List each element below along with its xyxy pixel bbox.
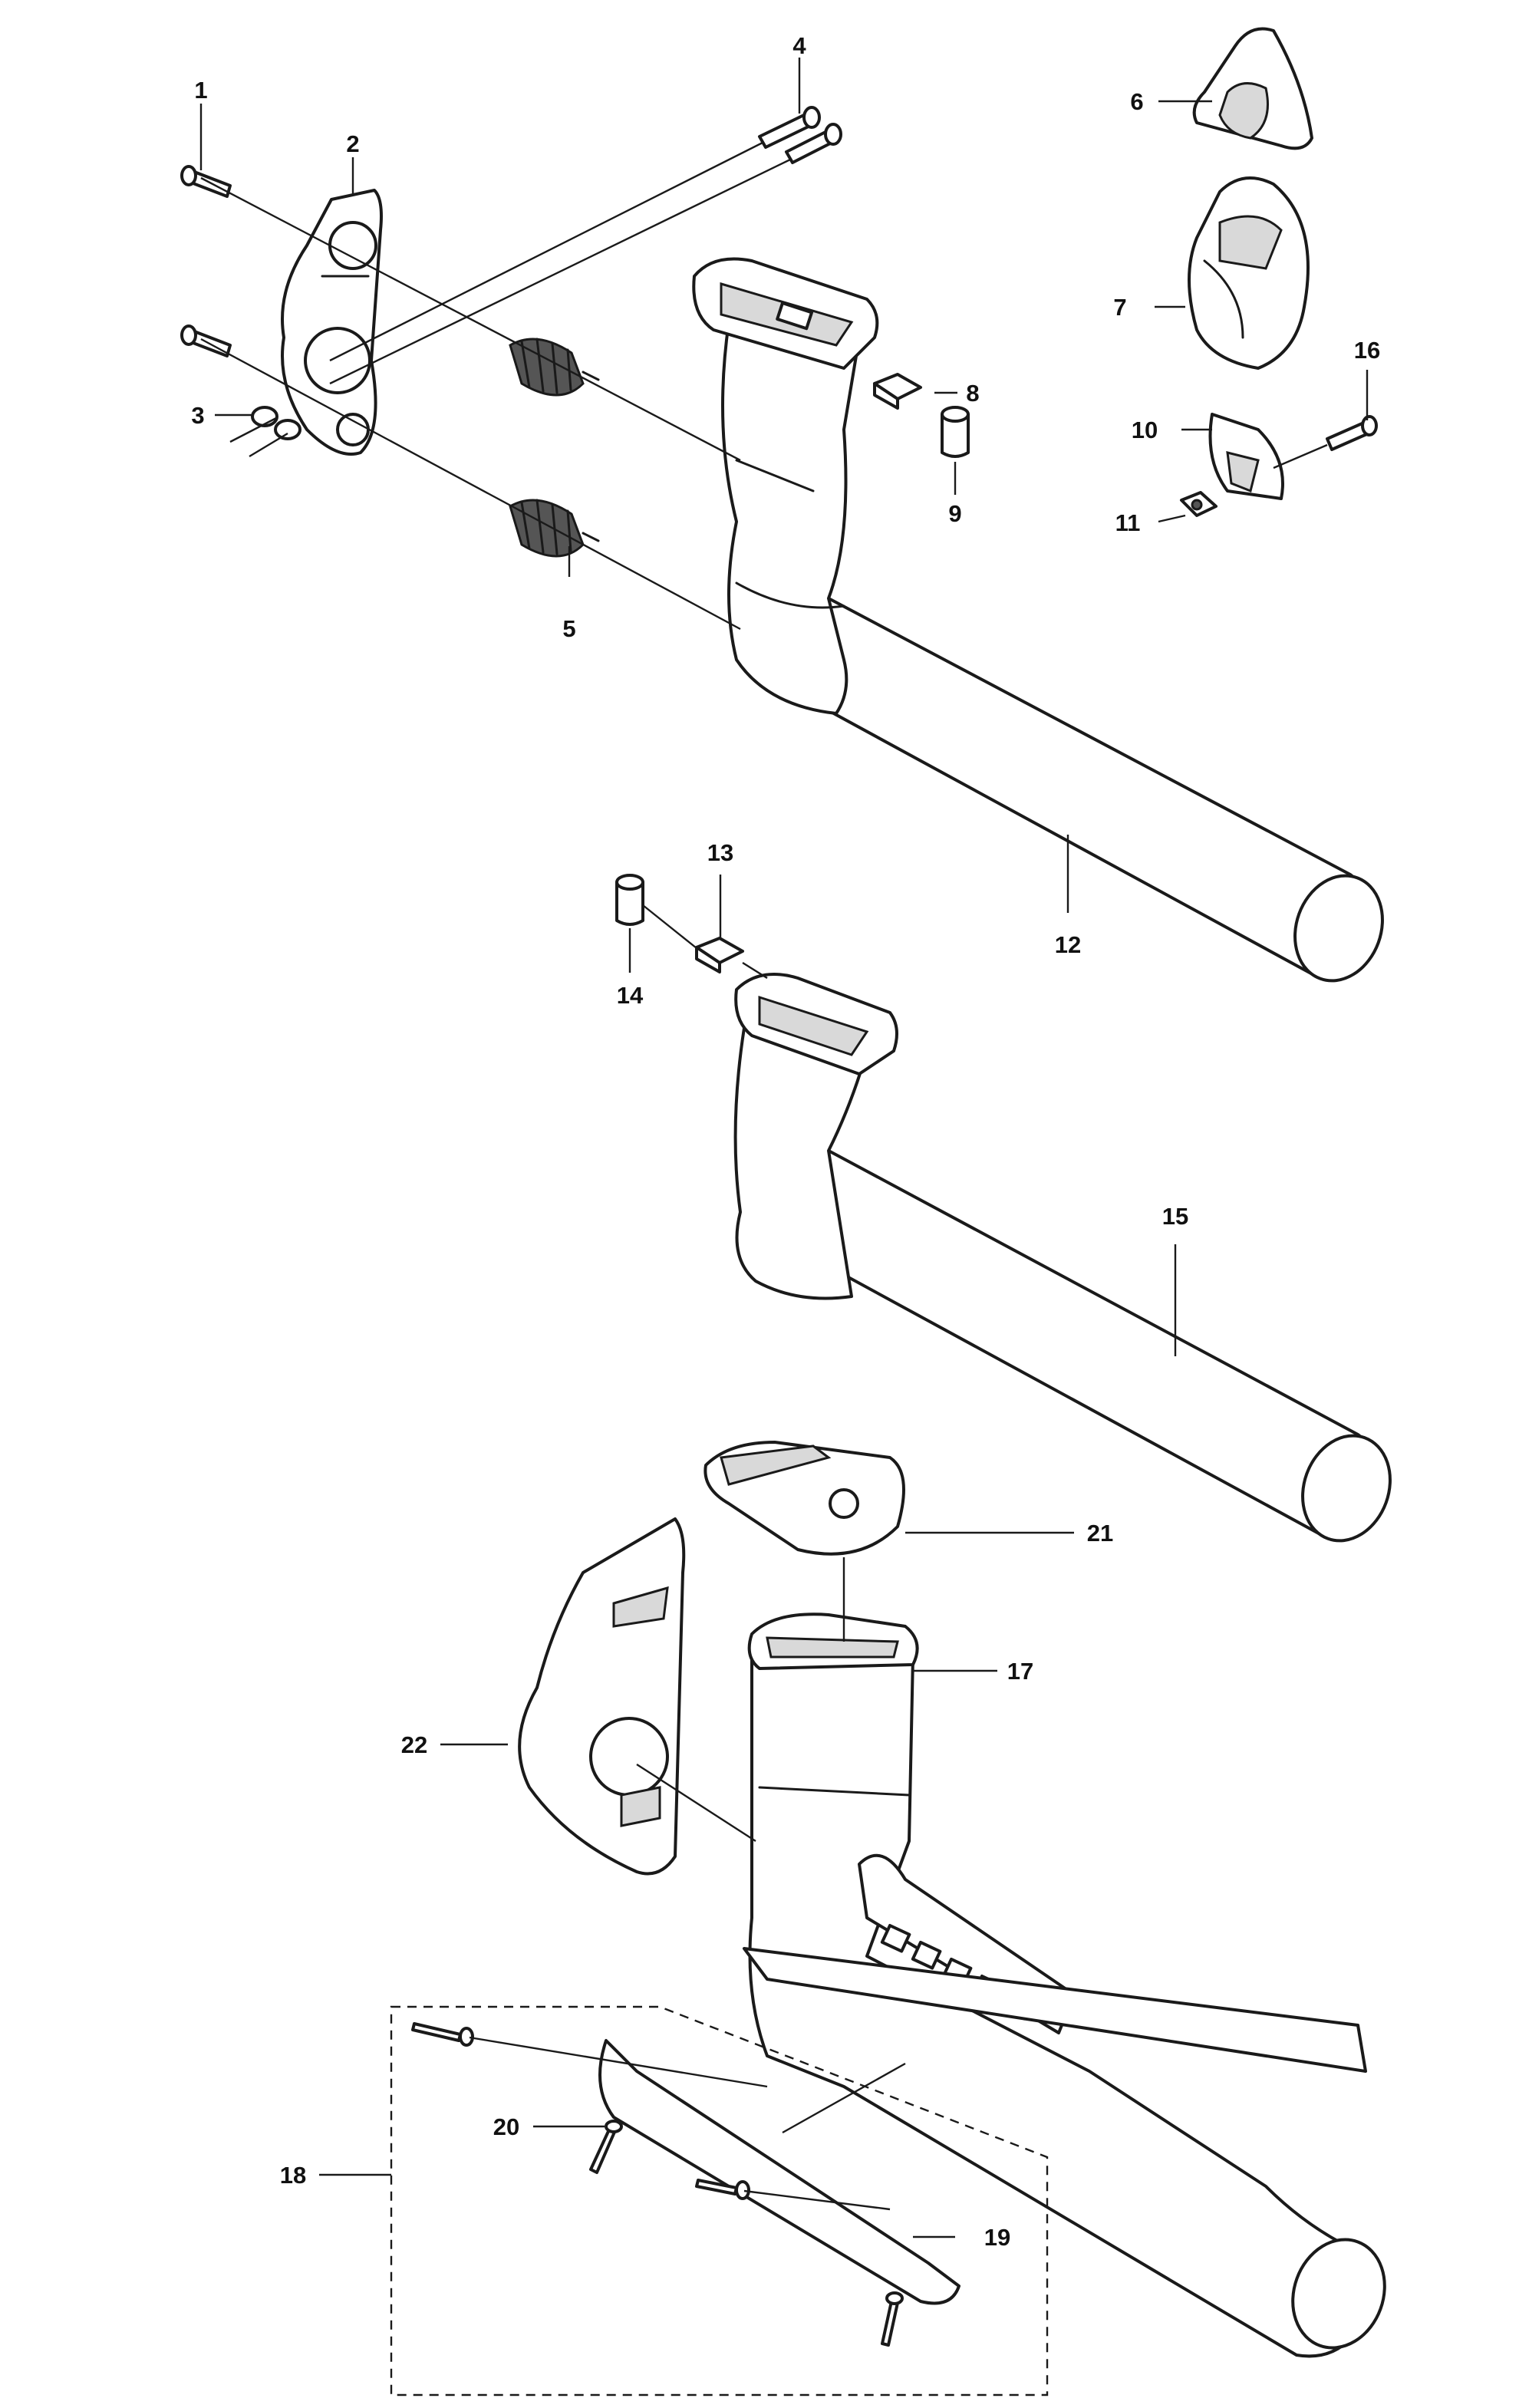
callout-15: 15 (1162, 1203, 1188, 1230)
handle-15 (733, 973, 1392, 1543)
callout-2: 2 (346, 130, 359, 157)
callout-22: 22 (401, 1731, 427, 1758)
callout-3: 3 (191, 402, 204, 429)
nut-3 (251, 406, 301, 440)
square-nut-11 (1180, 491, 1218, 517)
bracket-2 (281, 189, 383, 456)
callout-5: 5 (562, 615, 575, 642)
rivet-20 (411, 2022, 904, 2347)
callout-7: 7 (1113, 294, 1126, 321)
callout-10: 10 (1132, 417, 1158, 443)
callout-9: 9 (948, 500, 961, 527)
callout-16: 16 (1354, 337, 1380, 364)
callout-13: 13 (707, 839, 733, 866)
square-nut-8 (873, 373, 922, 410)
callout-19: 19 (984, 2224, 1010, 2251)
callout-4: 4 (792, 32, 806, 59)
callout-11: 11 (1115, 509, 1141, 536)
handle-assembly-12 (692, 257, 1384, 983)
guard-plate-19 (598, 1947, 1367, 2305)
callout-12: 12 (1055, 931, 1081, 958)
screw-16 (1326, 415, 1378, 451)
callout-6: 6 (1130, 88, 1143, 115)
cover-plate-21 (703, 1441, 905, 1556)
clip-6 (1192, 27, 1313, 150)
callout-20: 20 (493, 2113, 519, 2140)
spacer-9 (941, 406, 970, 458)
screw-1 (180, 165, 232, 357)
callout-17: 17 (1007, 1658, 1033, 1685)
long-screw-4 (758, 106, 842, 164)
leader-lines (199, 58, 1369, 2238)
spacer-14 (615, 874, 644, 926)
clamp-7 (1188, 176, 1310, 370)
callout-21: 21 (1087, 1520, 1113, 1547)
callout-14: 14 (617, 982, 644, 1009)
square-nut-13 (695, 937, 744, 973)
clip-10 (1208, 413, 1284, 500)
bracket-22 (518, 1517, 686, 1876)
callout-18: 18 (280, 2162, 306, 2189)
callout-1: 1 (194, 77, 207, 104)
damper-spring-5 (509, 338, 600, 558)
callout-8: 8 (966, 380, 979, 407)
